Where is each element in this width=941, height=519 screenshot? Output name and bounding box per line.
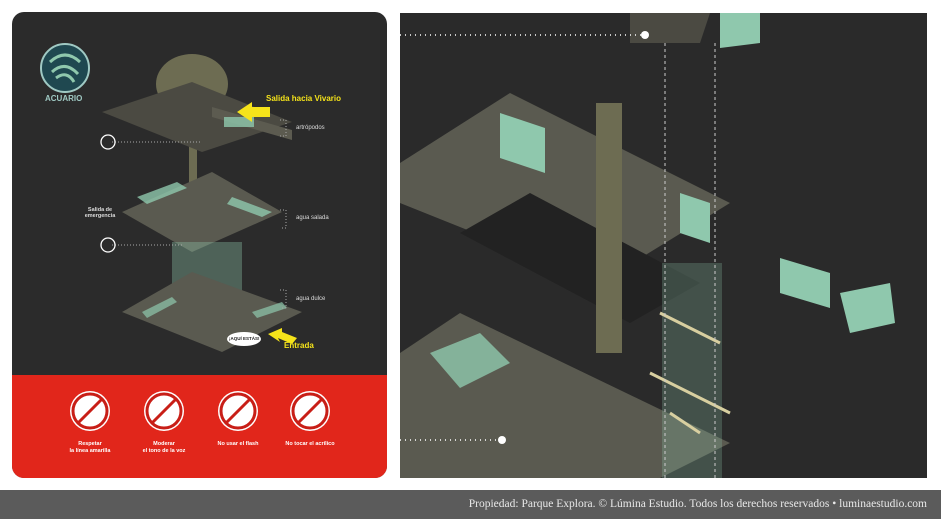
rule-label: Respetar la línea amarilla xyxy=(69,441,111,454)
rule-item: No tocar el acrílico xyxy=(280,389,340,448)
you-are-here-label: ¡AQUÍ ESTÁS! xyxy=(229,336,260,341)
tree-trunk xyxy=(596,103,622,353)
exit-arrow-icon xyxy=(237,102,270,122)
floor-arthropods xyxy=(102,82,292,152)
no-crossing-line-icon xyxy=(70,391,110,431)
level-label: agua salada xyxy=(296,215,329,221)
isometric-floor-diagram xyxy=(40,43,302,352)
rule-label: Moderar el tono de la voz xyxy=(142,441,186,454)
emergency-exit-label: Salida de emergencia xyxy=(84,207,116,219)
you-are-here-bubble xyxy=(227,332,261,346)
rule-label: No usar el flash xyxy=(217,441,259,447)
rule-item: No usar el flash xyxy=(208,389,268,448)
rule-item: Moderar el tono de la voz xyxy=(134,389,194,455)
entrance-label: Entrada xyxy=(284,341,314,350)
diagram-detail-view xyxy=(400,13,927,478)
rule-label: No tocar el acrílico xyxy=(285,441,335,447)
exit-label: Salida hacia Vivario xyxy=(266,94,342,103)
no-touch-acrylic-icon xyxy=(290,391,330,431)
rule-item: Respetar la línea amarilla xyxy=(60,389,120,455)
floor-salt-water xyxy=(122,172,282,252)
entrance-arrow-icon xyxy=(268,328,297,344)
level-label: agua dulce xyxy=(296,296,326,302)
restroom-icon xyxy=(100,237,116,253)
footer-bar: Propiedad: Parque Explora. © Lúmina Estu… xyxy=(0,490,941,519)
copyright-credit: Propiedad: Parque Explora. © Lúmina Estu… xyxy=(468,498,927,510)
no-flash-icon xyxy=(218,391,258,431)
no-loud-voice-icon xyxy=(144,391,184,431)
wayfinding-sign-panel: ACUARIO Salida hacia Vivario Entrada Sal… xyxy=(12,12,387,478)
acuario-logo-icon xyxy=(40,43,90,93)
floor-fresh-water xyxy=(122,272,302,352)
services-icon xyxy=(100,134,116,150)
level-label: artrópodos xyxy=(296,125,325,131)
logo-label: ACUARIO xyxy=(45,94,83,103)
rules-band: Respetar la línea amarilla Moderar el to… xyxy=(12,375,387,478)
isometric-detail-illustration xyxy=(400,13,895,478)
